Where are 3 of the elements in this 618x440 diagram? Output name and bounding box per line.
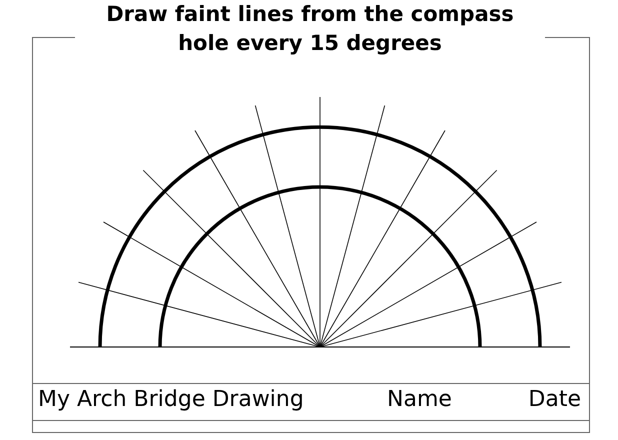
worksheet-label: Date bbox=[528, 386, 581, 414]
worksheet-label: My Arch Bridge Drawing bbox=[38, 386, 304, 414]
worksheet-label: Name bbox=[387, 386, 452, 414]
